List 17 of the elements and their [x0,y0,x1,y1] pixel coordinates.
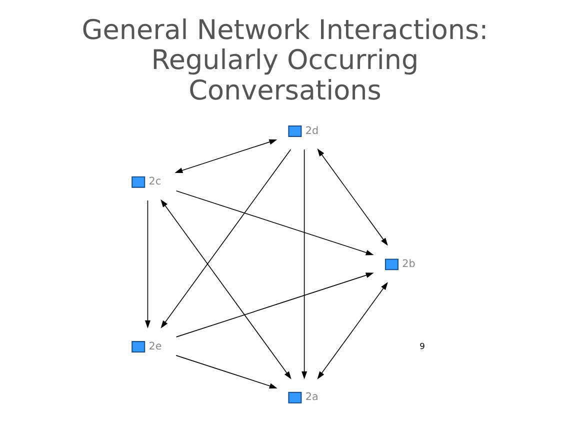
arrow [174,138,278,173]
node-label: 2b [402,258,416,270]
label: 9 [420,340,425,351]
node-label: 2e [148,340,162,352]
arrow [176,190,374,255]
arrow [176,354,278,388]
node-label: 2c [148,175,162,188]
arrow [317,282,388,379]
arrow [176,272,374,337]
arrow [160,148,292,328]
arrow [144,200,150,328]
arrow [302,148,308,379]
node-label: 2d [305,124,319,136]
node-label: 2a [305,390,318,403]
arrow [160,198,292,379]
diagram-title: General Network Interactions: Regularly Occurring Conversations [82,14,488,106]
arrow [317,148,388,246]
